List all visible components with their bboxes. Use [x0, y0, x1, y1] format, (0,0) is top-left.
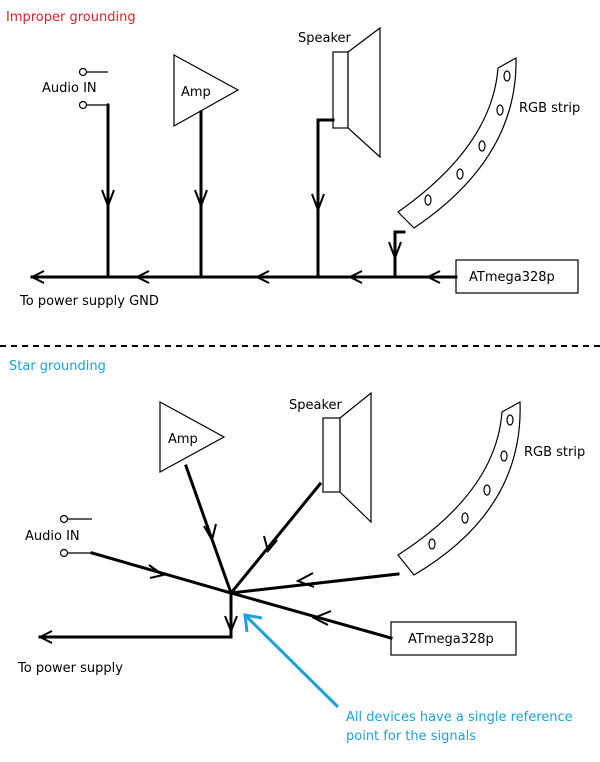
callout-note-line1: All devices have a single reference [346, 710, 573, 725]
star-title: Star grounding [9, 359, 106, 374]
bottom-amp: Amp [159, 400, 226, 474]
top-gnd-label: To power supply GND [19, 294, 159, 309]
bottom-speaker-label: Speaker [289, 398, 343, 413]
top-wires [30, 103, 458, 279]
bottom-arrows [37, 523, 332, 644]
bottom-amp-label: Amp [168, 432, 198, 447]
top-atmega-label: ATmega328p [469, 270, 555, 285]
top-amp-label: Amp [181, 85, 211, 100]
top-rgb-label: RGB strip [519, 101, 580, 116]
top-arrows [29, 189, 441, 284]
bottom-atmega-label: ATmega328p [408, 632, 494, 647]
top-speaker: Speaker [298, 26, 381, 159]
top-speaker-label: Speaker [298, 31, 352, 46]
bottom-gnd-label: To power supply [17, 661, 123, 676]
bottom-atmega: ATmega328p [390, 621, 517, 656]
top-audio-in-label: Audio IN [42, 81, 97, 96]
bottom-rgb-label: RGB strip [524, 445, 585, 460]
improper-title: Improper grounding [6, 10, 136, 25]
top-rgb-strip: RGB strip [397, 56, 580, 229]
callout-arrow [243, 613, 340, 709]
top-atmega: ATmega328p [455, 259, 579, 294]
bottom-rgb-strip: RGB strip [397, 401, 585, 576]
top-audio-in: Audio IN [42, 67, 108, 110]
callout-note-line2: point for the signals [346, 729, 476, 744]
bottom-audio-in-label: Audio IN [25, 529, 80, 544]
bottom-speaker: Speaker [289, 391, 372, 524]
bottom-audio-in: Audio IN [25, 514, 92, 558]
top-amp: Amp [173, 53, 240, 128]
